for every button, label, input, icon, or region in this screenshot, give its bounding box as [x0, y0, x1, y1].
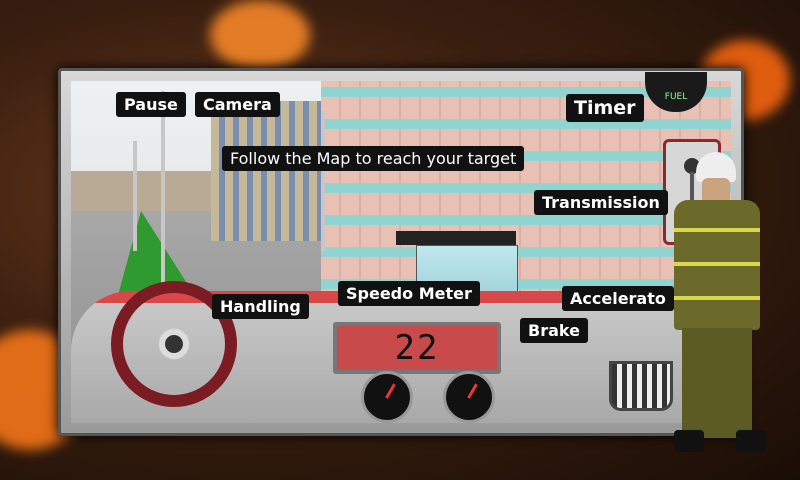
accelerator-pedal[interactable]	[609, 361, 673, 411]
street-lamp-pole	[133, 141, 137, 251]
street-lamp-pole	[321, 111, 325, 251]
building-left	[211, 101, 321, 241]
driving-scene: 22	[71, 81, 731, 423]
street-lamp-pole	[161, 91, 165, 291]
speed-display: 22	[333, 322, 501, 374]
fire-glow-top	[210, 0, 310, 70]
speed-gauge	[443, 371, 495, 423]
boot-left	[674, 430, 704, 452]
game-view-frame: 22	[58, 68, 744, 436]
firefighter-character	[660, 152, 780, 472]
jacket	[674, 200, 760, 330]
helmet	[696, 152, 736, 182]
accelerator-label: Accelerato	[562, 286, 674, 311]
brake-label: Brake	[520, 318, 588, 343]
speedometer-label: Speedo Meter	[338, 281, 480, 306]
transmission-label: Transmission	[534, 190, 668, 215]
handling-label: Handling	[212, 294, 309, 319]
boot-right	[736, 430, 766, 452]
rpm-gauge	[361, 371, 413, 423]
pause-button[interactable]: Pause	[116, 92, 186, 117]
head	[702, 178, 730, 204]
timer-display: Timer	[566, 94, 644, 122]
fuel-label: FUEL	[664, 92, 688, 102]
instruction-banner: Follow the Map to reach your target	[222, 146, 525, 171]
boundary-wall	[71, 171, 221, 211]
camera-button[interactable]: Camera	[195, 92, 280, 117]
trousers	[682, 328, 752, 438]
